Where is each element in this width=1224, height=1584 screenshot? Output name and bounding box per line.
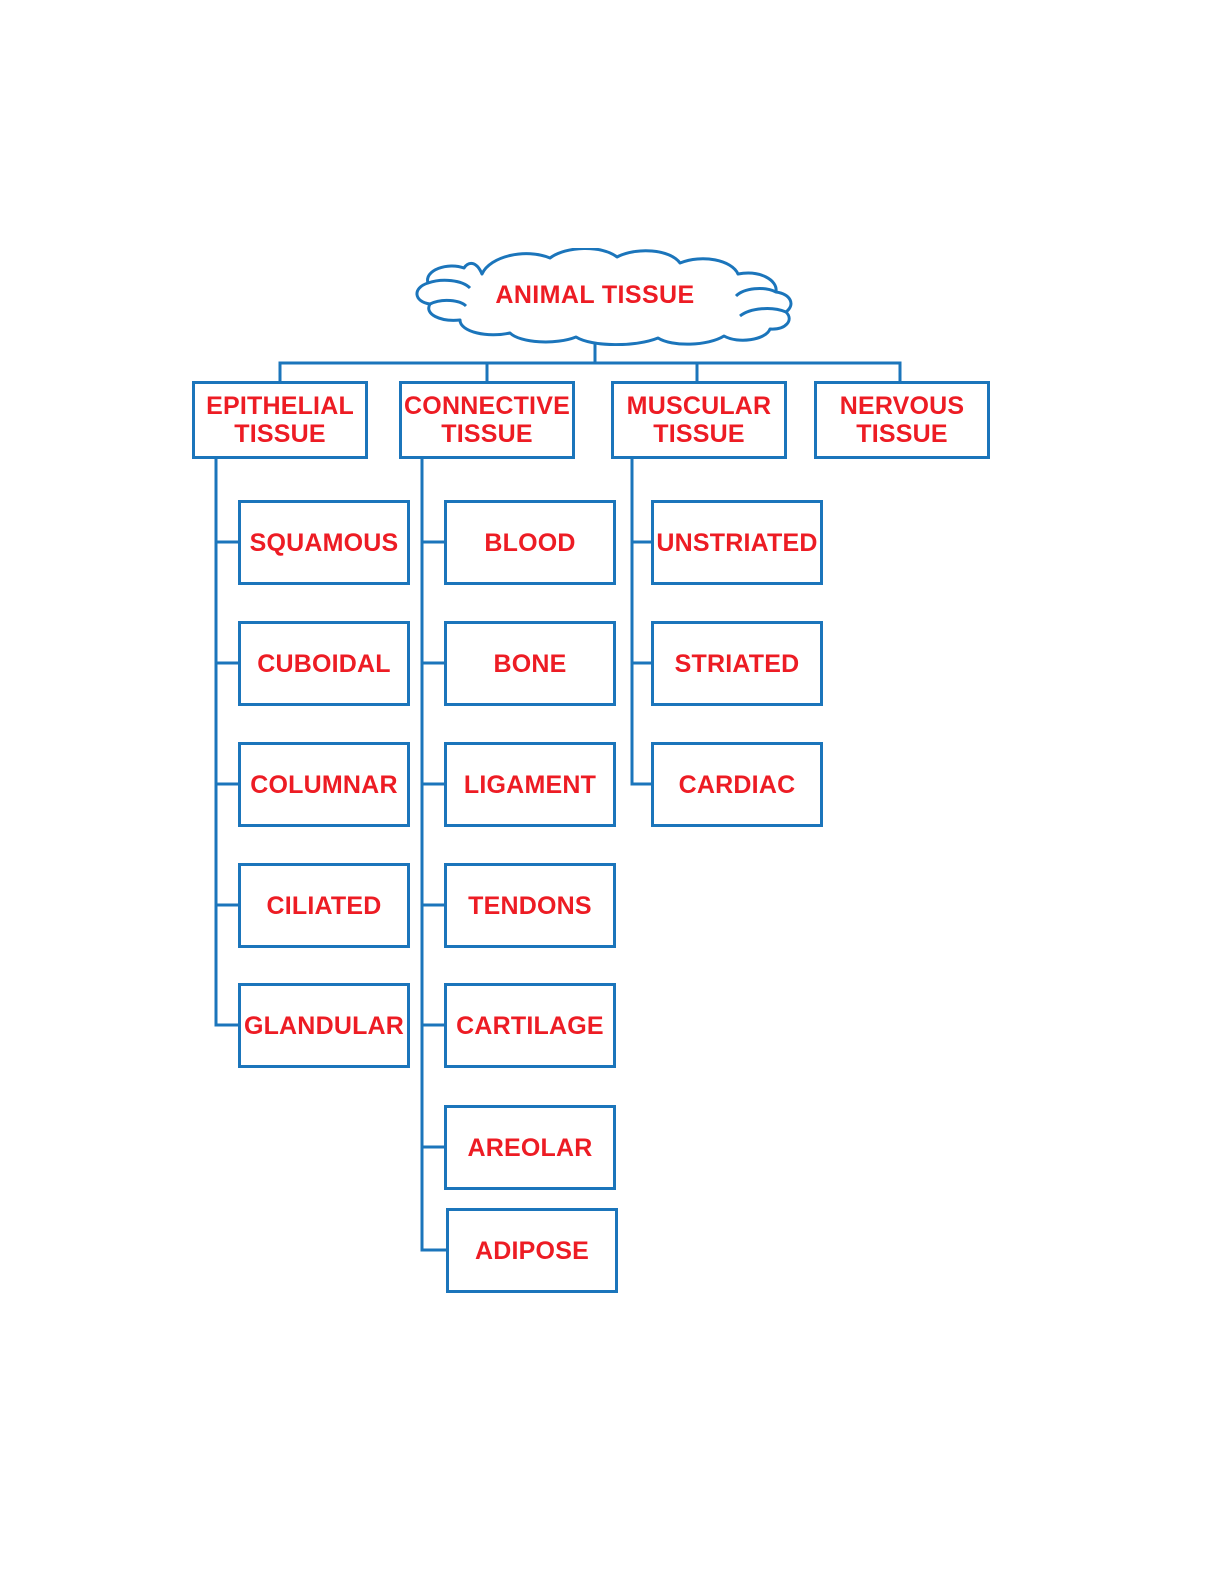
node-label: CUBOIDAL — [257, 649, 391, 678]
node-label: GLANDULAR — [243, 1011, 405, 1040]
root-cloud-node[interactable]: ANIMAL TISSUE — [386, 248, 804, 346]
node-nervous-tissue[interactable]: NERVOUS TISSUE — [814, 381, 990, 459]
node-label: ADIPOSE — [475, 1236, 589, 1265]
node-label: TENDONS — [468, 891, 592, 920]
node-label: COLUMNAR — [250, 770, 398, 799]
node-label: MUSCULAR TISSUE — [626, 392, 772, 448]
node-bone[interactable]: BONE — [444, 621, 616, 706]
node-cardiac[interactable]: CARDIAC — [651, 742, 823, 827]
node-label: CILIATED — [266, 891, 382, 920]
node-label: STRIATED — [674, 649, 800, 678]
node-epithelial-tissue[interactable]: EPITHELIAL TISSUE — [192, 381, 368, 459]
node-unstriated[interactable]: UNSTRIATED — [651, 500, 823, 585]
node-adipose[interactable]: ADIPOSE — [446, 1208, 618, 1293]
node-label: LIGAMENT — [463, 770, 597, 799]
node-squamous[interactable]: SQUAMOUS — [238, 500, 410, 585]
node-columnar[interactable]: COLUMNAR — [238, 742, 410, 827]
cloud-shape-icon — [415, 248, 793, 346]
node-label: AREOLAR — [467, 1133, 593, 1162]
node-label: UNSTRIATED — [656, 528, 818, 557]
node-label: BLOOD — [484, 528, 576, 557]
node-ligament[interactable]: LIGAMENT — [444, 742, 616, 827]
node-cuboidal[interactable]: CUBOIDAL — [238, 621, 410, 706]
node-label: CARDIAC — [678, 770, 796, 799]
node-areolar[interactable]: AREOLAR — [444, 1105, 616, 1190]
node-glandular[interactable]: GLANDULAR — [238, 983, 410, 1068]
node-label: CONNECTIVE TISSUE — [404, 392, 570, 448]
node-ciliated[interactable]: CILIATED — [238, 863, 410, 948]
node-cartilage[interactable]: CARTILAGE — [444, 983, 616, 1068]
node-label: EPITHELIAL TISSUE — [206, 392, 354, 448]
node-blood[interactable]: BLOOD — [444, 500, 616, 585]
root-label: ANIMAL TISSUE — [495, 280, 695, 309]
node-striated[interactable]: STRIATED — [651, 621, 823, 706]
node-label: CARTILAGE — [456, 1011, 604, 1040]
node-label: SQUAMOUS — [249, 528, 399, 557]
node-connective-tissue[interactable]: CONNECTIVE TISSUE — [399, 381, 575, 459]
node-muscular-tissue[interactable]: MUSCULAR TISSUE — [611, 381, 787, 459]
node-label: NERVOUS TISSUE — [839, 392, 965, 448]
node-tendons[interactable]: TENDONS — [444, 863, 616, 948]
node-label: BONE — [493, 649, 567, 678]
